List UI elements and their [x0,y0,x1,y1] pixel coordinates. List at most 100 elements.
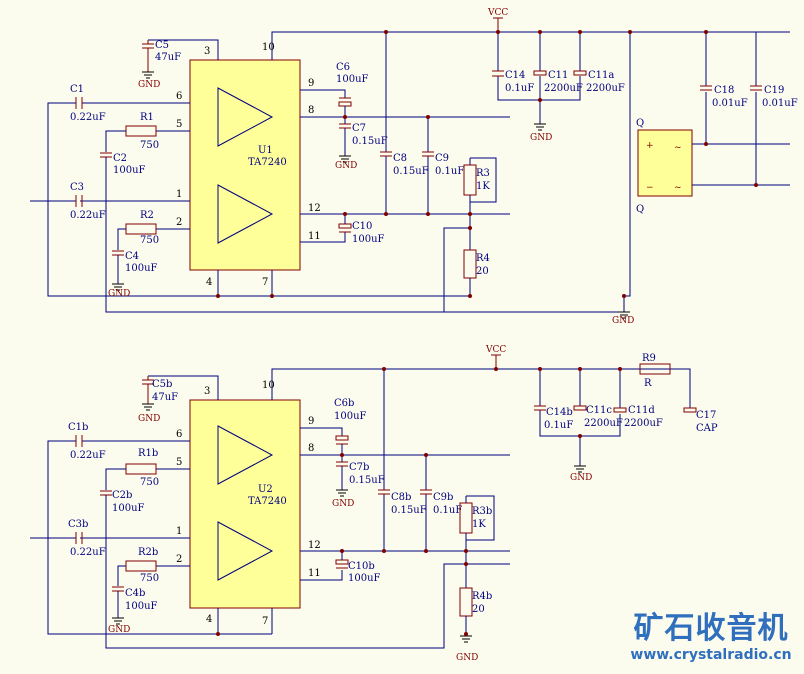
label-vcc-bottom: VCC [485,345,506,355]
label-c1b-ref: C1b [68,422,88,433]
cap-c11c [573,405,587,411]
watermark-url: www.crystalradio.cn [630,647,792,663]
gnd-bottom-upper [618,311,630,319]
amp-u1-a [217,87,274,147]
gnd-c7b [336,489,348,497]
label-c11c-val: 2200uF [584,418,623,429]
cap-c18 [700,85,712,91]
cap-c8 [380,151,392,157]
wire-pin11-b [300,570,343,581]
wire-r1-c2 [105,130,126,152]
cap-c17 [683,407,697,413]
label-c18-val: 0.01uF [712,98,748,109]
label-vcc-top: VCC [487,8,508,18]
label-gnd-c4: GND [108,289,130,299]
label-r3-val: 1K [476,181,490,192]
speaker-block [637,129,693,197]
pin-3-b: 3 [204,386,210,397]
label-c8b-ref: C8b [391,492,411,503]
label-c5-val: 47uF [155,52,181,63]
ic-u1-body [189,59,301,271]
res-r1 [125,125,157,137]
cap-c9b [420,489,432,495]
wire-vcc-rail-b [271,368,540,400]
label-c1b-val: 0.22uF [70,450,106,461]
label-c14b-ref: C14b [546,407,573,418]
speaker-plus: + [646,141,654,151]
wire-c1-return [47,102,470,297]
wire-r2-c4 [117,228,126,250]
label-r3-ref: R3 [476,168,490,179]
res-r3 [463,164,477,196]
junctions-upper [216,30,758,298]
label-c10-val: 100uF [352,234,385,245]
cap-c3b [75,532,83,544]
label-c10b-val: 100uF [348,573,381,584]
gnd-c4b [112,617,124,625]
label-c4b-ref: C4b [125,588,145,599]
label-gnd-c4b: GND [108,625,130,635]
cap-c4b [112,586,124,592]
label-c11d-val: 2200uF [624,418,663,429]
label-c7-val: 0.15uF [352,136,388,147]
cap-c7b [336,461,348,467]
label-c5b-val: 47uF [152,392,178,403]
label-gnd-c5: GND [138,80,160,90]
res-r1b [125,463,157,475]
cap-c3 [75,195,83,207]
pin-7: 7 [262,277,268,288]
ic-u1-part: TA7240 [248,157,287,168]
label-c6b-val: 100uF [334,411,367,422]
ic-u1-ref: U1 [258,145,273,156]
speaker-wave-top: ~ [674,143,682,153]
pin-4-b: 4 [206,614,212,625]
pin-1: 1 [176,189,182,200]
label-c9b-val: 0.1uF [433,505,462,516]
label-q-top: Q [636,118,644,129]
pin-5: 5 [176,119,182,130]
label-c2b-ref: C2b [112,490,132,501]
watermark: 矿石收音机 www.crystalradio.cn [626,612,796,664]
label-c7b-val: 0.15uF [349,475,385,486]
label-gnd-c5b: GND [138,414,160,424]
pin-10-b: 10 [262,380,275,391]
label-c11-ref: C11 [548,70,568,81]
cap-c7 [339,123,351,129]
cap-c2b [100,490,112,496]
watermark-brand: 矿石收音机 [633,611,789,646]
wire-c2-return [105,157,624,313]
label-c6-val: 100uF [336,74,369,85]
pin-12: 12 [308,203,321,214]
amp-u2-b [217,521,274,581]
label-c3-ref: C3 [70,182,84,193]
label-c10b-ref: C10b [348,561,375,572]
junctions-lower [216,367,622,636]
label-c6b-ref: C6b [334,398,354,409]
cap-c19 [750,85,762,91]
label-q-bot: Q [636,204,644,215]
res-r9 [639,363,671,375]
label-c18-ref: C18 [714,85,734,96]
label-c8b-val: 0.15uF [391,505,427,516]
label-c14-val: 0.1uF [505,83,534,94]
wire-pin3-b [148,375,219,400]
cap-c5 [142,40,154,72]
pin-2: 2 [176,217,182,228]
pin-11-b: 11 [308,568,321,579]
label-r4-val: 20 [476,266,489,277]
pin-5-b: 5 [176,457,182,468]
label-c14-ref: C14 [505,70,525,81]
label-r9-ref: R9 [642,353,656,364]
gnd-c5 [142,71,154,79]
label-r2-val: 750 [140,235,159,246]
lower-circuit: U2 TA7240 3 10 6 5 1 2 9 8 12 11 4 7 C5b… [30,345,718,663]
pin-8-b: 8 [308,443,314,454]
label-c6-ref: C6 [336,62,350,73]
res-r4 [463,249,477,279]
label-gnd-psu: GND [530,133,552,143]
label-c9-val: 0.1uF [435,166,464,177]
wire-c1b-return [47,440,272,635]
wire-pin3 [148,39,219,60]
label-c1-val: 0.22uF [70,112,106,123]
